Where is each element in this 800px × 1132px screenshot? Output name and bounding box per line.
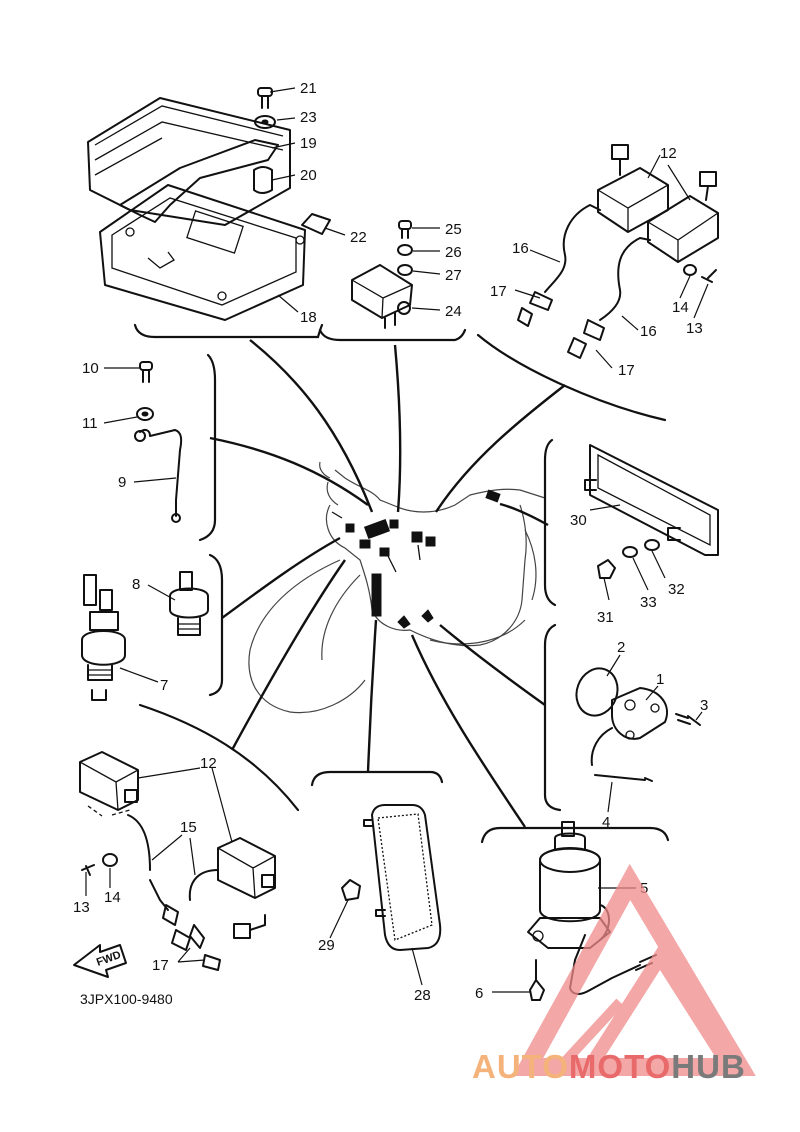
label-31: 31 [597, 609, 614, 626]
leader-lines [85, 87, 709, 993]
label-4: 4 [602, 814, 610, 831]
watermark-auto: AUTO [472, 1048, 569, 1085]
label-3: 3 [700, 697, 708, 714]
part-number-labels: 21 23 19 20 22 18 25 26 27 24 12 16 17 1… [73, 80, 708, 1007]
label-14-bottom: 14 [104, 889, 121, 906]
watermark-hub: HUB [671, 1048, 746, 1085]
watermark-text: AUTOMOTOHUB [472, 1048, 800, 1086]
label-28: 28 [414, 987, 431, 1004]
label-9: 9 [118, 474, 126, 491]
label-15: 15 [180, 819, 197, 836]
label-26: 26 [445, 244, 462, 261]
label-21: 21 [300, 80, 317, 97]
label-2: 2 [617, 639, 625, 656]
label-33: 33 [640, 594, 657, 611]
relay-assembly [351, 220, 413, 329]
label-23: 23 [300, 109, 317, 126]
group-brackets [133, 323, 670, 844]
watermark-moto: MOTO [568, 1048, 672, 1085]
label-18: 18 [300, 309, 317, 326]
label-20: 20 [300, 167, 317, 184]
drawing-code: 3JPX100-9480 [80, 991, 173, 1007]
side-reflector-assembly [341, 804, 442, 951]
ignition-coil-top-assembly [517, 144, 719, 359]
label-17-c: 17 [152, 957, 169, 974]
sensor-assembly [575, 667, 701, 782]
ignition-coil-bottom-assembly [79, 751, 276, 971]
label-17-a: 17 [490, 283, 507, 300]
label-19: 19 [300, 135, 317, 152]
label-13-bottom: 13 [73, 899, 90, 916]
label-32: 32 [668, 581, 685, 598]
label-8: 8 [132, 576, 140, 593]
label-1: 1 [656, 671, 664, 688]
rear-reflector-assembly [584, 444, 719, 579]
pointer-lines [209, 339, 566, 828]
label-16-a: 16 [512, 240, 529, 257]
label-29: 29 [318, 937, 335, 954]
label-11: 11 [82, 415, 98, 432]
label-13-top: 13 [686, 320, 703, 337]
switch-assembly [81, 571, 209, 701]
label-22: 22 [350, 229, 367, 246]
fwd-arrow-icon: FWD [73, 944, 127, 978]
label-27: 27 [445, 267, 462, 284]
label-25: 25 [445, 221, 462, 238]
label-10: 10 [82, 360, 99, 377]
label-14-top: 14 [672, 299, 689, 316]
label-12-top: 12 [660, 145, 677, 162]
label-30: 30 [570, 512, 587, 529]
label-17-b: 17 [618, 362, 635, 379]
triangle-logo-icon [512, 863, 756, 1076]
frame-component-markers [331, 489, 501, 629]
label-7: 7 [160, 677, 168, 694]
motorcycle-frame-outline [248, 461, 546, 714]
label-24: 24 [445, 303, 462, 320]
label-12-bottom: 12 [200, 755, 217, 772]
label-6: 6 [475, 985, 483, 1002]
lead-wire-assembly [134, 361, 183, 523]
cdi-unit-assembly [87, 87, 331, 321]
label-16-b: 16 [640, 323, 657, 340]
